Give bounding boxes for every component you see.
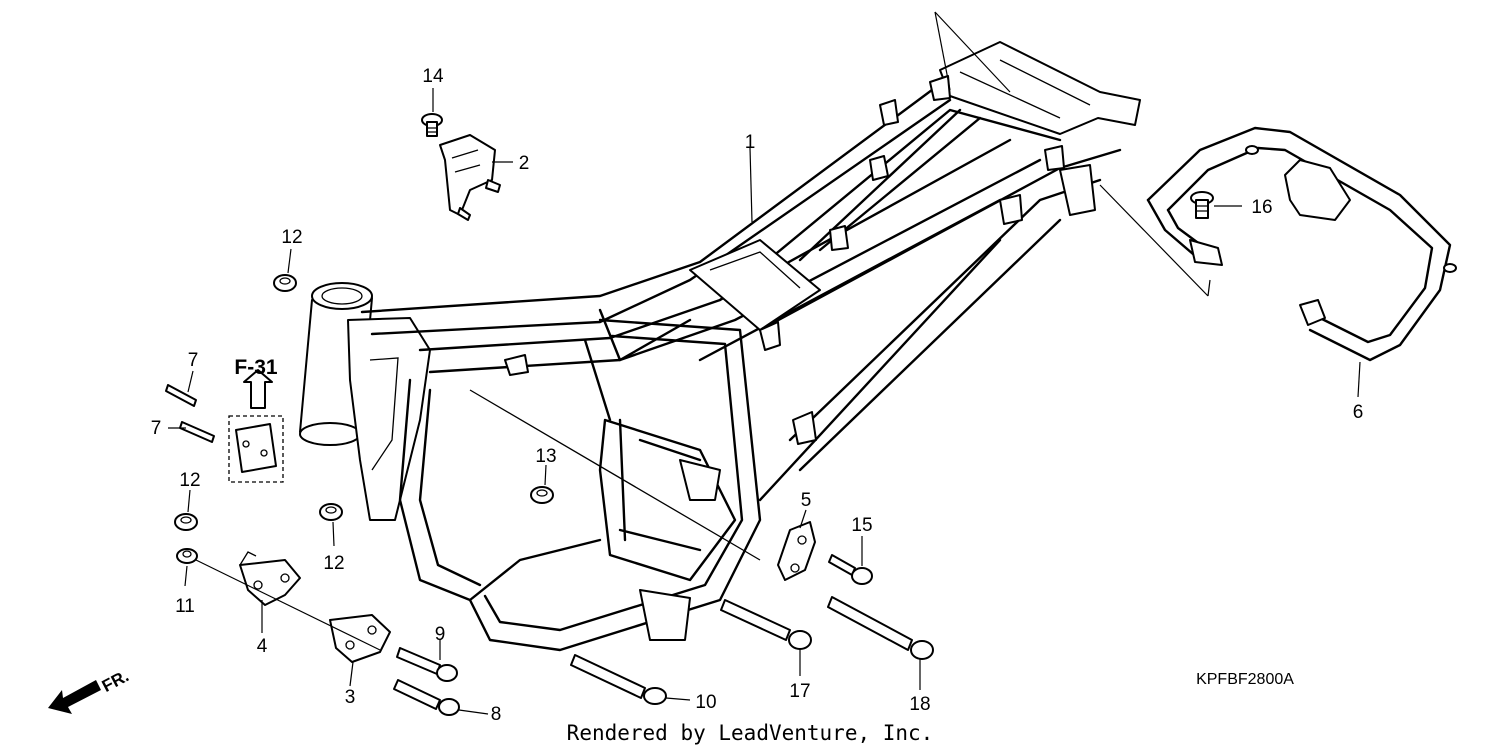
- callout-6: 6: [1353, 402, 1364, 423]
- bolt-part-8[interactable]: [393, 679, 460, 716]
- callout-17: 17: [789, 681, 810, 702]
- nut-part-13[interactable]: [530, 486, 554, 504]
- front-arrow-icon: [48, 680, 101, 714]
- bolt-part-10[interactable]: [570, 654, 667, 705]
- bolt-part-9[interactable]: [396, 647, 458, 682]
- front-label: FR.: [99, 666, 132, 696]
- guard-bar-part-6[interactable]: [1146, 126, 1457, 362]
- diagram-code: KPFBF2800A: [1196, 671, 1294, 688]
- callout-8: 8: [491, 704, 502, 725]
- callout-9: 9: [435, 624, 446, 645]
- callout-18: 18: [909, 694, 930, 715]
- callout-11: 11: [175, 596, 195, 617]
- bolt-part-18[interactable]: [827, 596, 934, 660]
- bolt-part-15[interactable]: [828, 554, 873, 585]
- f31-reference-box: [228, 369, 284, 483]
- callout-5: 5: [801, 490, 812, 511]
- bolt-part-16[interactable]: [1190, 191, 1214, 219]
- footer-credit: Rendered by LeadVenture, Inc.: [567, 721, 934, 745]
- nut-part-12-left[interactable]: [174, 513, 198, 531]
- callout-12-middle: 12: [323, 553, 344, 574]
- nut-part-12-middle[interactable]: [319, 503, 343, 521]
- reference-label: F-31: [234, 356, 278, 379]
- bracket-part-2[interactable]: [439, 134, 501, 221]
- bolt-part-14[interactable]: [421, 113, 443, 137]
- bracket-part-4[interactable]: [239, 551, 301, 606]
- callout-4: 4: [257, 636, 268, 657]
- callout-15: 15: [851, 515, 872, 536]
- nut-part-12-top[interactable]: [273, 274, 297, 292]
- bracket-part-3[interactable]: [329, 614, 391, 663]
- frame-body[interactable]: [299, 41, 1141, 652]
- bolt-part-17[interactable]: [720, 599, 812, 650]
- pin-part-7-lower[interactable]: [179, 421, 215, 443]
- callout-14: 14: [422, 66, 444, 87]
- callout-2: 2: [519, 153, 530, 174]
- callout-12-left: 12: [179, 470, 200, 491]
- callout-13: 13: [535, 446, 556, 467]
- bracket-part-5[interactable]: [777, 521, 816, 581]
- nut-part-11[interactable]: [176, 548, 198, 564]
- callout-7-upper: 7: [188, 350, 199, 371]
- up-arrow-icon: [243, 369, 273, 409]
- callout-1: 1: [745, 132, 756, 153]
- callout-10: 10: [695, 692, 716, 713]
- pin-part-7-upper[interactable]: [165, 384, 197, 407]
- callout-3: 3: [345, 687, 356, 708]
- callout-12-top: 12: [281, 227, 302, 248]
- callout-7-lower: 7: [151, 418, 162, 439]
- callout-16: 16: [1251, 197, 1272, 218]
